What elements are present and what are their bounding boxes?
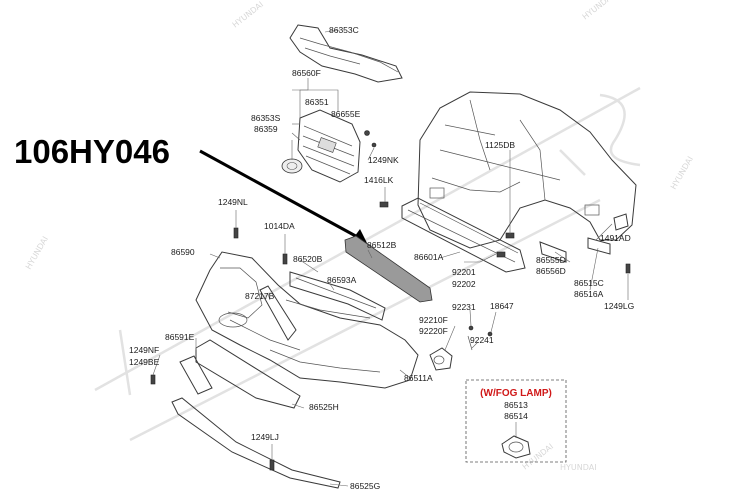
watermark-text: HYUNDAI [521,442,555,472]
fog-lamp-box-title: (W/FOG LAMP) [480,388,552,399]
part-number-label: 1491AD [600,233,631,243]
part-number-label: 92241 [470,335,494,345]
part-number-label: 1014DA [264,221,295,231]
upper-cover-part [289,24,403,83]
radiator-grille-part [281,109,377,183]
watermark-logo [94,86,641,442]
part-number-label: 92220F [419,326,448,336]
part-number-label: 86351 [305,97,329,107]
part-number-label: 86525H [309,402,339,412]
part-number-label: 86591E [165,332,195,342]
part-number-label: 86593A [327,275,357,285]
part-number-label: 86601A [414,252,444,262]
part-number-label: 86555D [536,255,566,265]
part-number-label: 86514 [504,411,528,421]
watermark-text: HYUNDAI [231,0,265,30]
part-number-label: 86511A [404,373,433,383]
lower-grille-part [344,235,433,303]
watermark-text: HYUNDAI [581,0,615,22]
part-number-label: 1249NL [218,197,248,207]
part-number-label: 86516A [574,289,604,299]
part-number-label: 18647 [490,301,514,311]
part-number-label: 92201 [452,267,476,277]
leader-lines [152,29,629,487]
part-number-label: 1249BE [129,357,160,367]
part-number-label: 92231 [452,302,476,312]
part-number-label: 86556D [536,266,566,276]
side-bracket-parts [179,213,629,395]
watermark-text: HYUNDAI [24,235,50,271]
part-number-label: 1249NF [129,345,159,355]
part-number-label: 86655E [331,109,361,119]
watermark-text: HYUNDAI [560,463,597,472]
part-number-label: 86353S [251,113,281,123]
part-number-label: 86560F [292,68,321,78]
part-number-label: 1249NK [368,155,399,165]
part-number-label: 86590 [171,247,195,257]
part-number-label: 1249LJ [251,432,279,442]
part-number-label: 86512B [367,240,397,250]
part-number-label: 92210F [419,315,448,325]
part-number-label: 92202 [452,279,476,289]
part-number-label: 86353C [329,25,359,35]
bumper-cover-part [195,251,419,389]
fog-lamp-part [429,325,493,371]
fog-lamp-variant-box: (W/FOG LAMP) 86513 86514 [465,379,567,463]
body-front-part [417,91,637,249]
part-number-label: 1125DB [485,140,515,150]
part-number-label: 86525G [350,481,380,491]
part-number-label: 1416LK [364,175,394,185]
bumper-inner-part [259,271,386,341]
part-number-label: 1249LG [604,301,634,311]
part-number-label: 86513 [504,400,528,410]
diagram-id-label: 106HY046 [14,133,170,170]
part-number-labels: 86353C 86560F 86351 86353S 86359 86655E … [129,25,634,491]
part-number-label: 86359 [254,124,278,134]
part-number-label: 86520B [293,254,323,264]
watermark-text: HYUNDAI [669,155,695,191]
part-number-label: 86515C [574,278,604,288]
part-number-label: 87217B [245,291,275,301]
